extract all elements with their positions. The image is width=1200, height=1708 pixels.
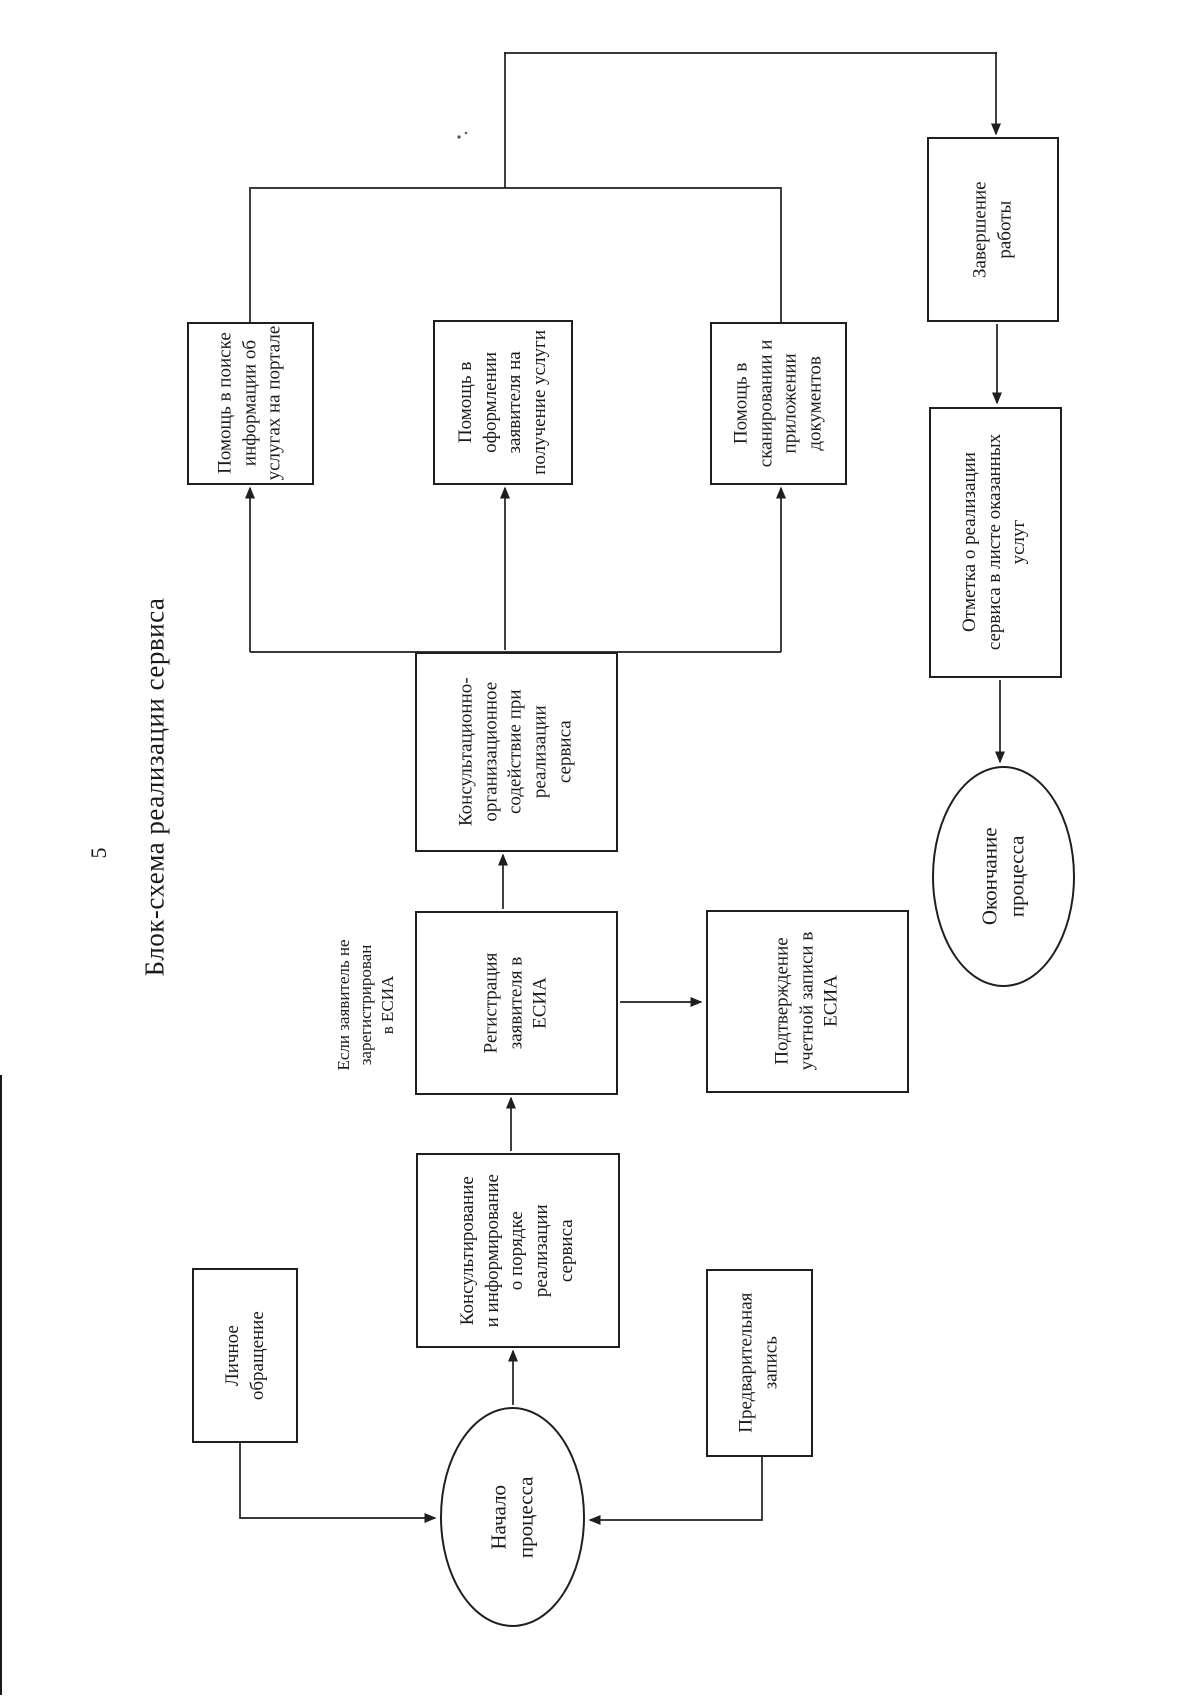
- node-label: Регистрация заявителя в ЕСИА: [480, 952, 551, 1054]
- node-personal-visit: Личное обращение: [192, 1268, 298, 1443]
- scan-edge-artifact: [0, 1075, 2, 1695]
- node-label: Помощь в поиске информации об услугах на…: [214, 326, 285, 481]
- node-help-scanning-documents: Помощь в сканировании и приложении докум…: [710, 322, 847, 485]
- node-label: Помощь в сканировании и приложении докум…: [730, 339, 826, 468]
- node-label: Личное обращение: [221, 1311, 267, 1400]
- terminal-start-process: Начало процесса: [440, 1407, 585, 1627]
- page-title: Блок-схема реализации сервиса: [139, 597, 170, 977]
- node-help-search-portal: Помощь в поиске информации об услугах на…: [187, 322, 314, 485]
- node-label: Завершение работы: [969, 181, 1015, 278]
- node-registration-esia: Регистрация заявителя в ЕСИА: [415, 911, 618, 1095]
- node-pre-registration: Предварительная запись: [706, 1269, 813, 1457]
- page-number: 5: [86, 847, 111, 859]
- node-label: Консультационно- организационное содейст…: [455, 677, 576, 827]
- node-label: Подтверждение учетной записи в ЕСИА: [771, 932, 842, 1071]
- scan-speck: [464, 131, 468, 135]
- scan-speck: [457, 135, 461, 139]
- node-org-assistance: Консультационно- организационное содейст…: [415, 652, 618, 852]
- node-label: Начало процесса: [486, 1476, 538, 1558]
- terminal-end-process: Окончание процесса: [932, 766, 1075, 987]
- node-label: Окончание процесса: [977, 827, 1029, 926]
- node-label: Предварительная запись: [735, 1292, 782, 1434]
- node-label: Отметка о реализации сервиса в листе ока…: [959, 434, 1030, 651]
- node-label: Консультирование и информирование о поря…: [457, 1173, 578, 1328]
- node-finish-work: Завершение работы: [927, 137, 1059, 322]
- node-help-registration-service: Помощь в оформлении заявителя на получен…: [433, 320, 573, 485]
- condition-note-esia: Если заявитель не зарегистрирован в ЕСИА: [333, 939, 398, 1071]
- node-confirm-account-esia: Подтверждение учетной записи в ЕСИА: [706, 910, 909, 1093]
- node-consulting-informing: Консультирование и информирование о поря…: [416, 1153, 620, 1348]
- node-label: Помощь в оформлении заявителя на получен…: [454, 330, 550, 475]
- node-service-mark-sheet: Отметка о реализации сервиса в листе ока…: [929, 407, 1062, 678]
